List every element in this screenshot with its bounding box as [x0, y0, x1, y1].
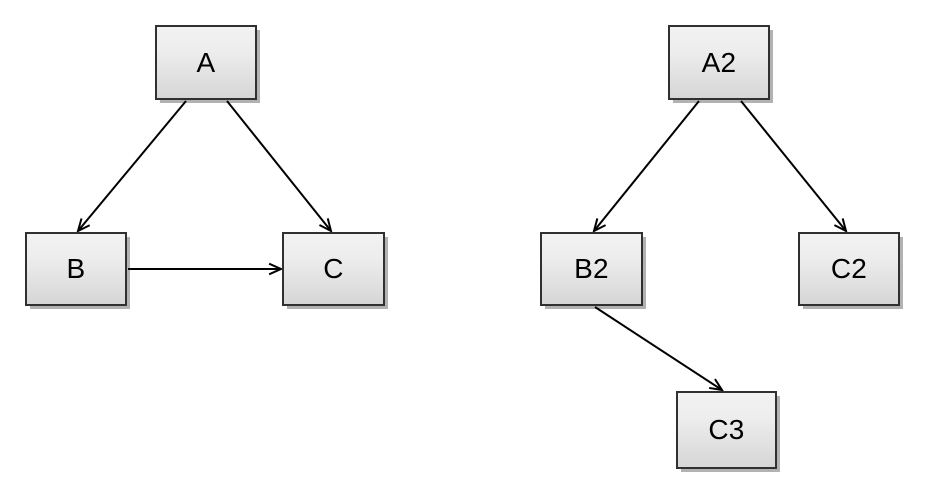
arrowhead-icon: [709, 378, 725, 392]
arrowhead-icon: [592, 218, 607, 233]
node-c3[interactable]: C3: [676, 391, 777, 469]
node-label-b2: B2: [574, 253, 609, 284]
edge-line: [226, 100, 332, 232]
node-label-c2: C2: [830, 253, 868, 284]
edge-a-c[interactable]: [226, 100, 333, 233]
arrowhead-icon: [833, 218, 848, 233]
node-label-b: B: [66, 253, 86, 284]
node-label-a: A: [196, 46, 216, 78]
edge-a2-c2[interactable]: [740, 100, 848, 233]
node-a2[interactable]: A2: [668, 25, 770, 100]
arrowhead-icon: [318, 218, 333, 233]
edge-b-c[interactable]: [128, 262, 284, 276]
edge-line: [594, 306, 723, 391]
edge-line: [77, 100, 187, 232]
edge-b2-c3[interactable]: [594, 306, 725, 392]
node-label-c3: C3: [708, 414, 745, 445]
node-label-c: C: [323, 253, 344, 284]
node-label-a2: A2: [701, 46, 737, 78]
node-c2[interactable]: C2: [798, 232, 900, 306]
edge-a-b[interactable]: [76, 100, 187, 233]
edge-line: [593, 100, 700, 232]
node-a[interactable]: A: [155, 25, 257, 100]
arrowhead-icon: [76, 218, 91, 233]
arrowhead-icon: [268, 262, 284, 276]
node-c[interactable]: C: [282, 232, 385, 306]
edge-a2-b2[interactable]: [592, 100, 700, 233]
node-b[interactable]: B: [25, 232, 127, 306]
node-b2[interactable]: B2: [540, 232, 643, 306]
edge-line: [740, 100, 847, 232]
